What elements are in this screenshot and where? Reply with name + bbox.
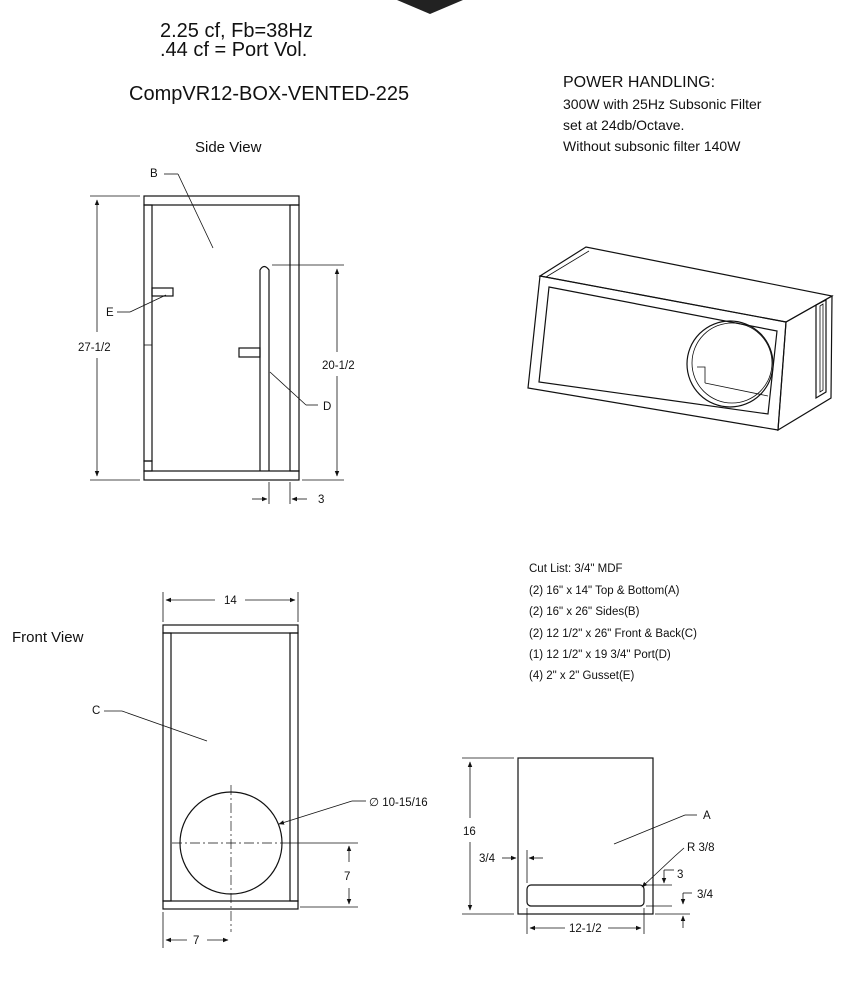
power-line-3: Without subsonic filter 140W — [563, 138, 741, 154]
side-view: Side View B E D 27-1/2 — [78, 139, 355, 506]
dim-side-height: 27-1/2 — [78, 342, 111, 354]
callout-b: B — [150, 168, 158, 180]
callout-c: C — [92, 705, 100, 717]
header-line-2: .44 cf = Port Vol. — [160, 39, 307, 61]
dim-front-width: 14 — [224, 595, 237, 607]
power-line-1: 300W with 25Hz Subsonic Filter — [563, 96, 762, 112]
callout-a: A — [703, 810, 711, 822]
drawing-title: CompVR12-BOX-VENTED-225 — [129, 83, 409, 105]
dim-hole-center-y: 7 — [344, 871, 350, 883]
side-view-label: Side View — [195, 139, 262, 156]
dim-hole-center-x: 7 — [193, 935, 199, 947]
top-panel-view: A R 3/8 16 3/4 3 3/4 12-1/2 — [462, 757, 715, 935]
callout-e: E — [106, 307, 114, 319]
front-view-label: Front View — [12, 629, 84, 646]
power-heading: POWER HANDLING: — [563, 74, 715, 91]
isometric-view — [527, 246, 834, 432]
dim-panel-height: 16 — [463, 826, 476, 838]
power-line-2: set at 24db/Octave. — [563, 117, 684, 133]
dim-hole-diameter: ∅ 10-15/16 — [369, 797, 428, 809]
top-tab — [397, 0, 463, 14]
front-view: Front View C 14 ∅ 10-15/16 7 7 — [12, 592, 428, 948]
cut-list-title: Cut List: 3/4" MDF — [529, 563, 623, 575]
cut-list-item: (2) 12 1/2" x 26" Front & Back(C) — [529, 628, 697, 640]
cut-list: Cut List: 3/4" MDF (2) 16" x 14" Top & B… — [529, 563, 697, 682]
dim-inset: 3/4 — [479, 853, 496, 865]
header-line-1: 2.25 cf, Fb=38Hz — [160, 20, 313, 42]
dim-port-height: 20-1/2 — [322, 360, 355, 372]
cut-list-item: (2) 16" x 26" Sides(B) — [529, 606, 640, 618]
dim-bottom-gap: 3/4 — [697, 889, 714, 901]
dim-port-gap: 3 — [318, 494, 324, 506]
dim-corner-radius: R 3/8 — [687, 842, 715, 854]
dim-port-slot: 3 — [677, 869, 683, 881]
cut-list-item: (4) 2" x 2" Gusset(E) — [529, 670, 634, 682]
callout-d: D — [323, 401, 331, 413]
dim-port-width: 12-1/2 — [569, 923, 602, 935]
cut-list-item: (2) 16" x 14" Top & Bottom(A) — [529, 585, 680, 597]
cut-list-item: (1) 12 1/2" x 19 3/4" Port(D) — [529, 649, 671, 661]
